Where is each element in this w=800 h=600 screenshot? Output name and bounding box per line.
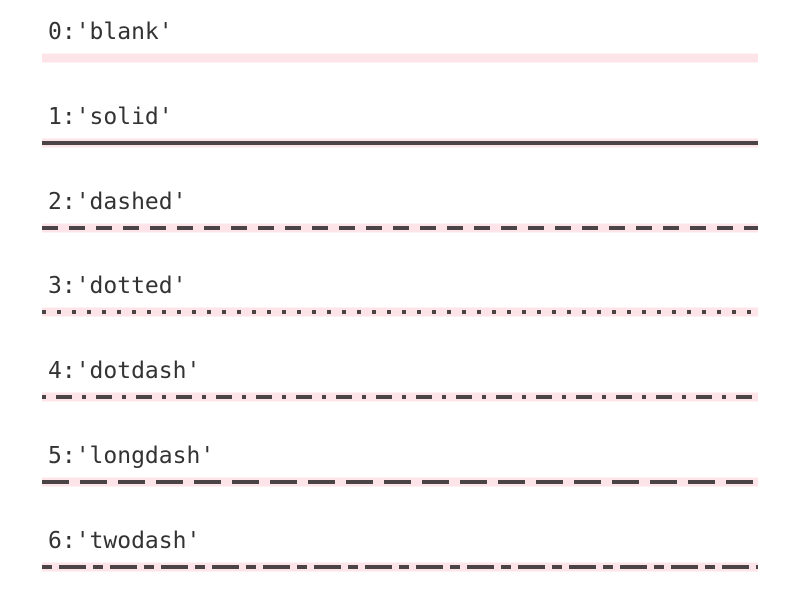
- row-label-dotted: 3:'dotted': [48, 273, 187, 299]
- row-label-blank: 0:'blank': [48, 19, 173, 45]
- row-label-dashed: 2:'dashed': [48, 189, 187, 215]
- row-label-dotdash: 4:'dotdash': [48, 358, 201, 384]
- row-label-solid: 1:'solid': [48, 104, 173, 130]
- row-label-longdash: 5:'longdash': [48, 443, 215, 469]
- row-label-twodash: 6:'twodash': [48, 528, 201, 554]
